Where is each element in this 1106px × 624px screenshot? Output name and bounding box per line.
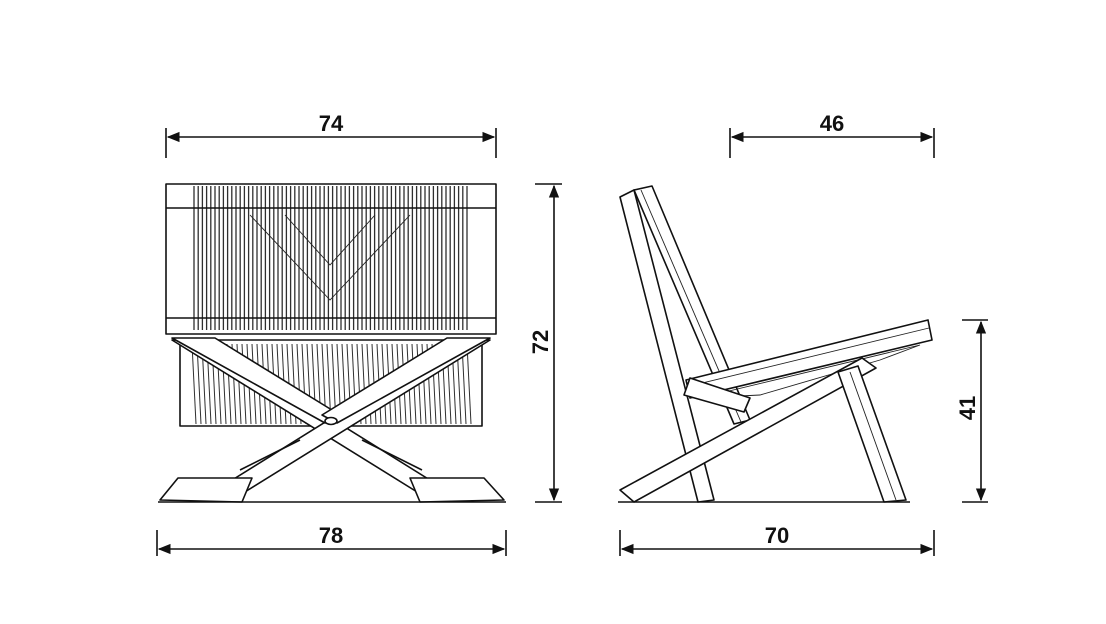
seat-cord-strand xyxy=(191,343,197,425)
dimension-label-side-back-depth: 46 xyxy=(820,111,844,136)
front-top-arm-left xyxy=(171,337,341,424)
front-foot-right xyxy=(409,477,505,503)
dimension-label-front-top-width: 74 xyxy=(319,111,344,136)
dimension-side-back-depth: 46 xyxy=(729,111,935,158)
side-front-leg-inner xyxy=(849,371,897,501)
front-foot-left xyxy=(159,477,253,503)
side-view xyxy=(618,185,933,503)
dimension-label-front-height: 72 xyxy=(528,330,553,354)
dimension-front-height: 72 xyxy=(528,183,562,503)
seat-cord-strand xyxy=(196,343,202,425)
front-inner-strut-left xyxy=(239,439,301,471)
front-view xyxy=(158,183,506,503)
dimension-label-front-base-width: 78 xyxy=(319,523,343,548)
front-center-pivot xyxy=(324,416,338,426)
front-backrest-frame xyxy=(165,183,497,335)
front-inner-strut-right xyxy=(361,439,423,471)
seat-cord-strand xyxy=(466,343,472,425)
front-back-v-pattern xyxy=(249,214,411,301)
dimension-side-seat-height: 41 xyxy=(955,319,988,503)
dimension-label-side-seat-height: 41 xyxy=(955,396,980,420)
side-cross-arm xyxy=(683,377,751,413)
side-diagonal-leg xyxy=(619,357,877,503)
side-seat-inner-line xyxy=(689,327,930,387)
dimension-side-base-depth: 70 xyxy=(619,523,935,556)
side-back-leg xyxy=(619,189,715,503)
front-back-v-pattern-inner xyxy=(284,214,376,266)
dimension-front-base-width: 78 xyxy=(156,523,507,556)
dimension-label-side-base-depth: 70 xyxy=(765,523,789,548)
front-top-arm-right xyxy=(321,337,491,424)
front-backrest-cord-weave xyxy=(193,186,468,330)
dimension-front-top-width: 74 xyxy=(165,111,497,158)
